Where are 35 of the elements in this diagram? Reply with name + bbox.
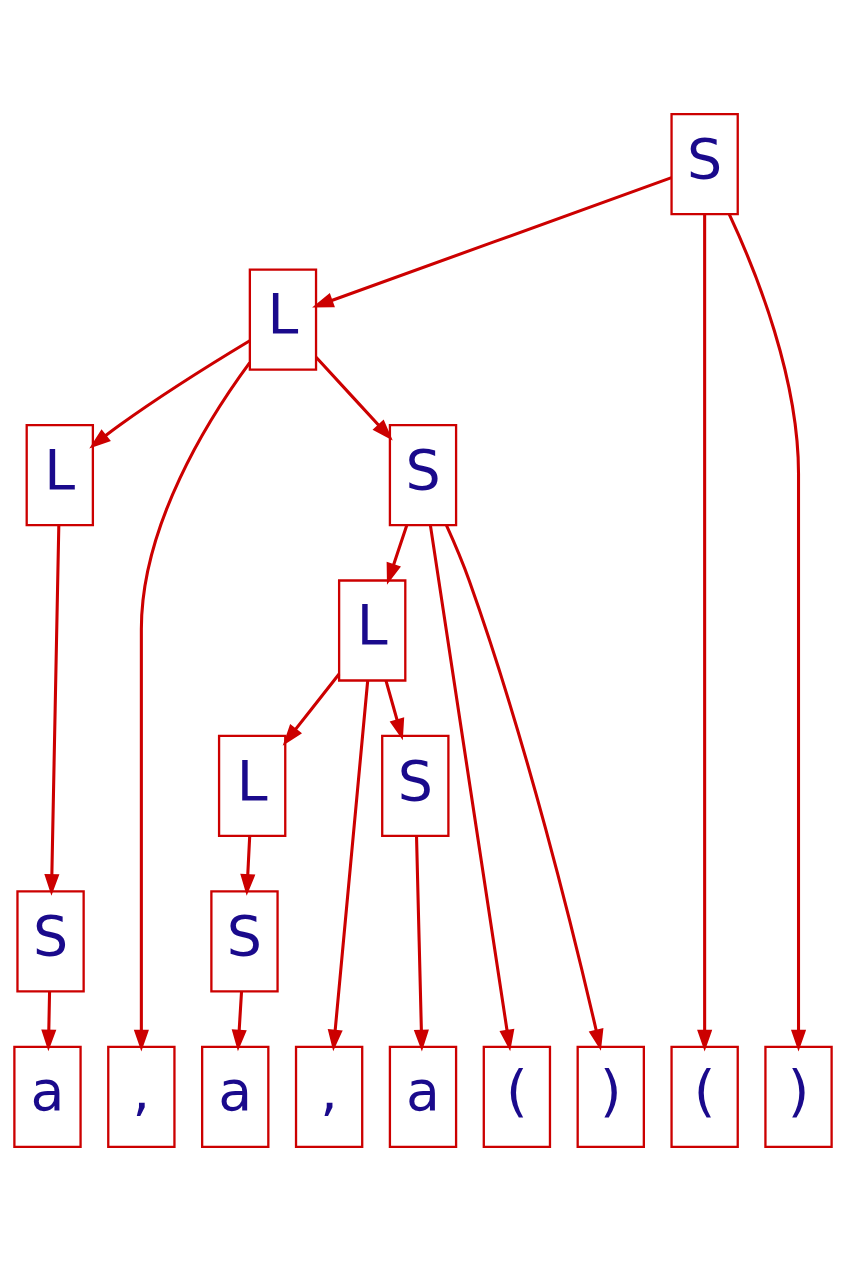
- arrow: [315, 356, 393, 441]
- node-box: (: [670, 1045, 739, 1148]
- arrow: [384, 680, 405, 741]
- arrow: [89, 339, 251, 449]
- node-box: ): [576, 1045, 645, 1148]
- node-box: S: [210, 890, 279, 993]
- arrow: [240, 836, 256, 896]
- arrow: [312, 176, 673, 308]
- node-box: a: [13, 1045, 82, 1148]
- node-box: ,: [294, 1045, 364, 1148]
- node-box: L: [337, 579, 407, 682]
- arrow: [697, 214, 713, 1052]
- arrow: [727, 213, 807, 1052]
- node-box: a: [201, 1045, 270, 1148]
- arrow: [133, 361, 251, 1052]
- node-box: L: [248, 268, 318, 371]
- node-box: ): [764, 1045, 833, 1148]
- node-box: L: [25, 423, 95, 527]
- node-box: S: [388, 423, 458, 527]
- node-box: (: [482, 1045, 552, 1148]
- node-box: S: [670, 113, 739, 216]
- arrow: [386, 524, 409, 585]
- node-box: S: [16, 890, 85, 993]
- arrow: [327, 680, 370, 1052]
- arrow: [444, 524, 604, 1051]
- arrow: [41, 991, 57, 1052]
- arrow: [282, 673, 341, 746]
- node-box: L: [217, 734, 287, 838]
- arrow: [231, 991, 247, 1052]
- arrow: [44, 525, 61, 896]
- arrow: [413, 836, 429, 1052]
- node-box: a: [388, 1045, 458, 1148]
- node-box: S: [381, 734, 450, 838]
- arrow: [428, 524, 515, 1052]
- node-box: ,: [107, 1045, 176, 1148]
